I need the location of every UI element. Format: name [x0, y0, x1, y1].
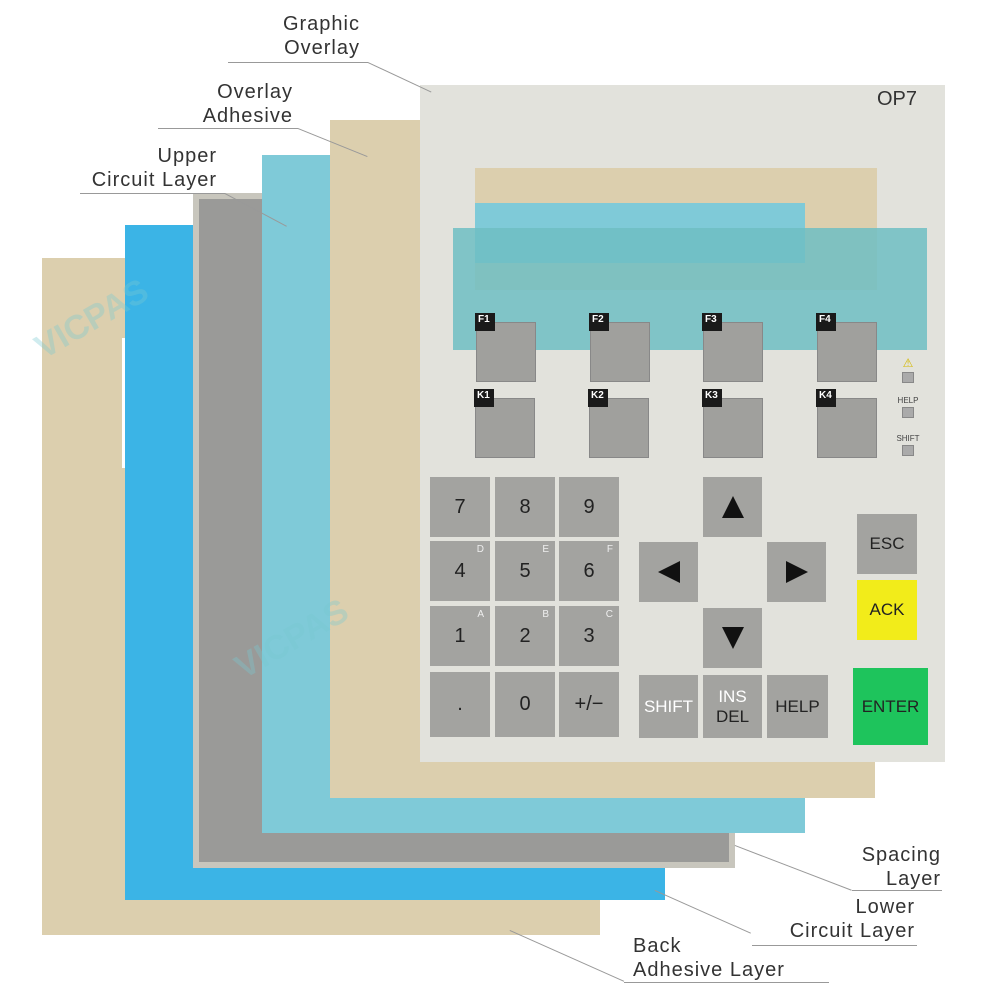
numpad-key[interactable]: 8 [495, 477, 555, 537]
numpad-key[interactable]: 0 [495, 672, 555, 737]
numpad-key[interactable]: 9 [559, 477, 619, 537]
k2-label: K2 [588, 389, 608, 407]
numpad-key-label: 5 [519, 559, 531, 582]
numpad-key-label: 4 [454, 559, 466, 582]
numpad-key-sublabel: A [477, 609, 484, 620]
numpad-key-label: 8 [519, 495, 531, 518]
help-key[interactable]: HELP [767, 675, 828, 738]
help-indicator-label: HELP [897, 396, 919, 405]
shift-indicator: SHIFT [893, 434, 923, 456]
numpad-key-label: +/− [574, 693, 604, 715]
enter-key[interactable]: ENTER [853, 668, 928, 745]
f1-label: F1 [475, 313, 495, 331]
numpad-key-sublabel: D [476, 544, 484, 555]
left-arrow-key[interactable] [639, 542, 698, 602]
arrow-left-icon [657, 561, 680, 583]
numpad-key-label: 6 [583, 559, 595, 582]
arrow-up-icon [721, 496, 744, 518]
up-arrow-key[interactable] [703, 477, 762, 537]
ins-label: INS [718, 686, 747, 706]
ack-key[interactable]: ACK [857, 580, 917, 640]
numpad-key-label: 0 [519, 693, 531, 715]
f4-label: F4 [816, 313, 836, 331]
numpad-key-sublabel: B [542, 609, 549, 620]
k1-label: K1 [474, 389, 494, 407]
esc-key[interactable]: ESC [857, 514, 917, 574]
numpad-key-label: 7 [454, 495, 466, 518]
help-indicator: HELP [893, 396, 923, 418]
f3-key[interactable]: F3 [702, 313, 763, 382]
numpad-key-label: 9 [583, 495, 595, 518]
numpad-key-sublabel: C [605, 609, 613, 620]
numpad-key-label: 3 [583, 624, 595, 647]
f2-label: F2 [589, 313, 609, 331]
warning-indicator: ⚠ [893, 356, 923, 383]
k1-key[interactable]: K1 [474, 389, 535, 458]
k4-label: K4 [816, 389, 836, 407]
numpad-key-label: 1 [454, 624, 466, 647]
numpad-key[interactable]: . [430, 672, 490, 737]
numpad-key[interactable]: +/− [559, 672, 619, 737]
numpad-key-sublabel: E [542, 544, 549, 555]
numpad-key-sublabel: F [606, 544, 613, 555]
down-arrow-key[interactable] [703, 608, 762, 668]
arrow-down-icon [721, 627, 744, 649]
f4-key[interactable]: F4 [816, 313, 877, 382]
f3-label: F3 [702, 313, 722, 331]
model-label: OP7 [877, 88, 918, 110]
arrow-right-icon [785, 561, 808, 583]
shift-indicator-label: SHIFT [896, 434, 920, 443]
del-label: DEL [715, 706, 750, 726]
f1-key[interactable]: F1 [475, 313, 536, 382]
numpad-key-label: . [457, 693, 463, 715]
numpad-key[interactable]: 7 [430, 477, 490, 537]
numpad-key-label: 2 [519, 624, 531, 647]
shift-key[interactable]: SHIFT [639, 675, 698, 738]
k3-label: K3 [702, 389, 722, 407]
k4-key[interactable]: K4 [816, 389, 877, 458]
warning-icon: ⚠ [902, 356, 914, 370]
k3-key[interactable]: K3 [702, 389, 763, 458]
right-arrow-key[interactable] [767, 542, 826, 602]
k2-key[interactable]: K2 [588, 389, 649, 458]
f2-key[interactable]: F2 [589, 313, 650, 382]
